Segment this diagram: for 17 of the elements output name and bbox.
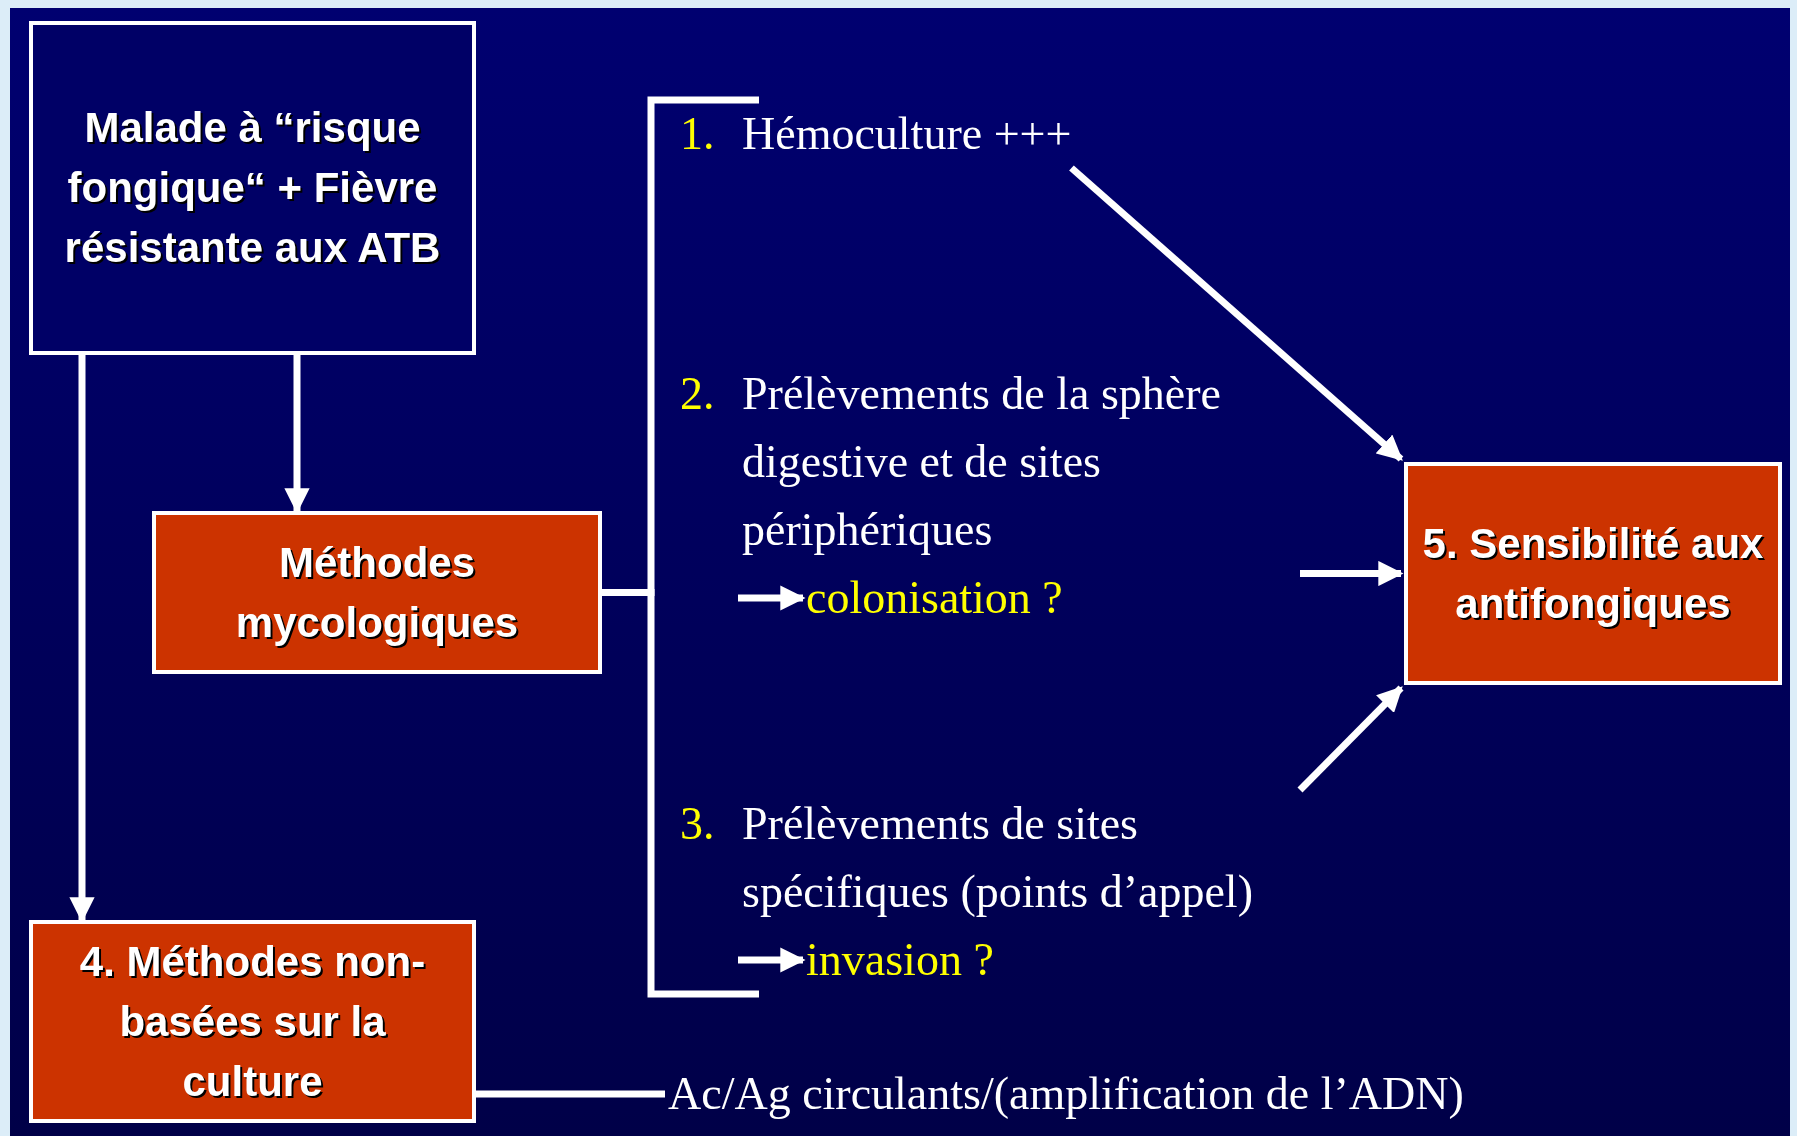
result-text: invasion ?: [806, 934, 994, 985]
item-text: Prélèvements de sites spécifiques (points d’appel): [742, 797, 1254, 919]
item-number: 2.: [680, 367, 715, 421]
arrow: [1069, 165, 1404, 462]
item-text: Prélèvements de la sphère digestive et de sites périphériques: [742, 367, 1222, 557]
item-number: 3.: [680, 797, 715, 851]
result-text: colonisation ?: [806, 572, 1063, 623]
item-number: 1.: [680, 107, 715, 161]
note-text: Ac/Ag circulants/(amplification de l’ADN): [668, 1068, 1464, 1119]
arrow: [284, 355, 310, 514]
process-box: Méthodes mycologiques: [152, 511, 602, 674]
item-text: Hémoculture +++: [742, 107, 1072, 161]
process-box: Malade à “risque fongique“ + Fièvre résistante aux ATB: [29, 21, 476, 355]
process-box: 4. Méthodes non-basées sur la culture: [29, 920, 476, 1123]
process-box: 5. Sensibilité aux antifongiques: [1404, 462, 1782, 685]
arrow: [69, 355, 95, 923]
arrow: [1297, 685, 1404, 793]
